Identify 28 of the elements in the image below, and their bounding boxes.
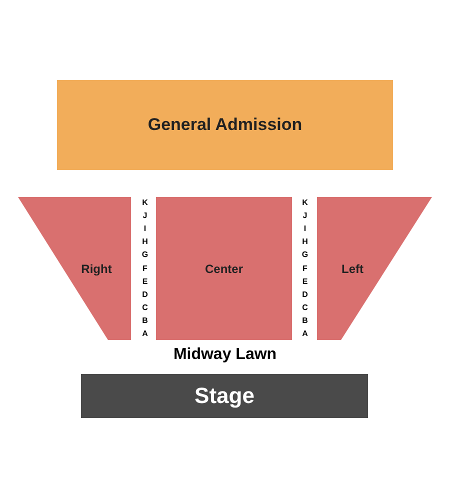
row-letter: B (301, 316, 309, 326)
section-name: Center (204, 262, 243, 276)
row-letter: K (141, 198, 149, 208)
row-letter: G (140, 250, 150, 260)
row-letter: E (301, 276, 309, 287)
row-letter: H (141, 237, 149, 248)
section-name: Left (342, 262, 364, 276)
row-letter: G (300, 250, 310, 260)
section-name: Right (81, 262, 112, 276)
area-name: Midway Lawn (172, 346, 278, 364)
row-letter: B (141, 316, 149, 326)
row-letter: A (301, 329, 309, 339)
row-letter: F (302, 264, 308, 274)
row-letter: C (141, 302, 149, 313)
row-letter: A (141, 329, 149, 339)
row-letter: K (301, 198, 309, 208)
row-letter: H (301, 237, 309, 248)
row-letter: E (141, 276, 149, 287)
row-letter: J (142, 211, 148, 222)
row-letter: I (142, 224, 148, 234)
row-letter: J (302, 211, 308, 222)
row-letter: F (142, 264, 148, 274)
section-name: Stage (194, 383, 254, 409)
row-letter: D (141, 290, 149, 300)
row-letter: D (301, 290, 309, 300)
row-letter: C (301, 302, 309, 313)
section-name: General Admission (148, 115, 302, 135)
row-letter: I (302, 224, 308, 234)
